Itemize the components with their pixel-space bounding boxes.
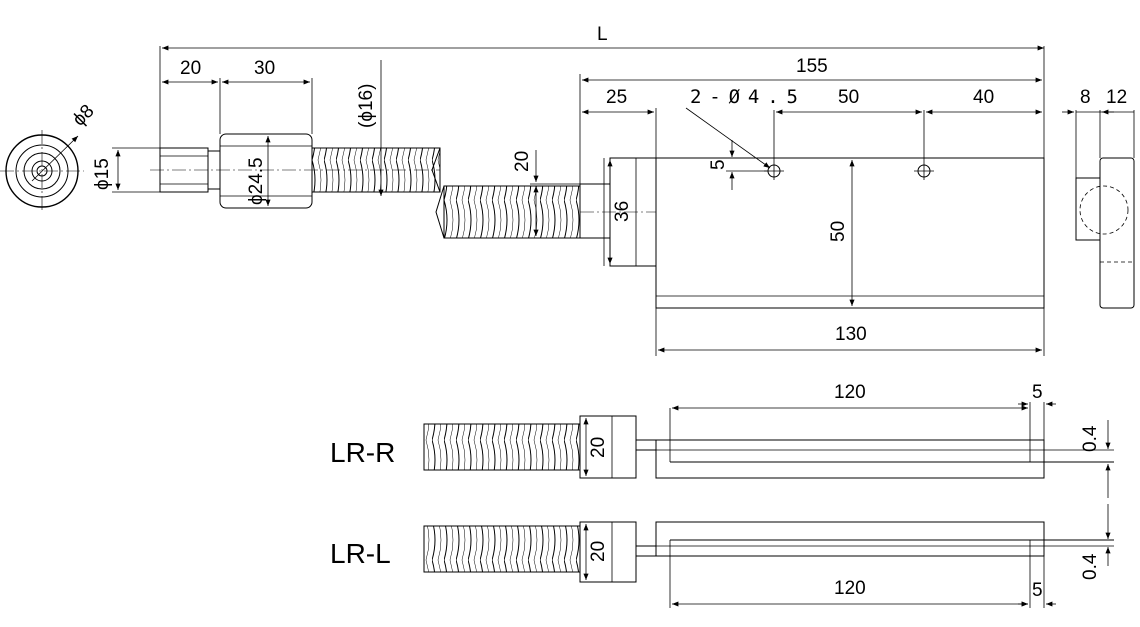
phi8-label: ϕ8 <box>69 101 99 131</box>
side-view <box>1062 109 1135 309</box>
phi15-label: ϕ15 <box>92 158 113 190</box>
end-view <box>0 130 84 212</box>
lr-r-label: LR-R <box>330 437 395 468</box>
dim-30-label: 30 <box>254 58 275 79</box>
lr-l-label: LR-L <box>330 538 391 569</box>
phi245-label: ϕ24.5 <box>246 157 267 205</box>
dim-130 <box>655 308 1045 356</box>
dim-36-label: 36 <box>612 201 633 222</box>
dim-120-top-label: 120 <box>834 382 866 403</box>
dim-5-bottom-label: 5 <box>1032 580 1043 601</box>
dim-20-vert-label: 20 <box>512 151 533 172</box>
dim-155-label: 155 <box>796 56 828 77</box>
dim-12-label: 12 <box>1106 87 1127 108</box>
dim-40-label: 40 <box>973 87 994 108</box>
dim-5-vert-label: 5 <box>708 159 729 170</box>
dim-04-bottom-label: 0.4 <box>1080 553 1101 580</box>
dim-phi15 <box>112 147 160 193</box>
dim-120-bottom-label: 120 <box>834 578 866 599</box>
dim-20-30 <box>159 46 313 148</box>
dim-20-label: 20 <box>180 58 201 79</box>
dim-25-label: 25 <box>606 87 627 108</box>
lr-r-view <box>423 401 1114 498</box>
dim-50-vert-label: 50 <box>828 221 849 242</box>
dim-verticals-body <box>530 140 855 306</box>
dim-20-lrl-label: 20 <box>588 541 609 562</box>
sensor-body-top <box>435 110 1045 309</box>
dim-130-label: 130 <box>835 324 867 345</box>
dim-5-top-label: 5 <box>1032 382 1043 403</box>
connector-fitting <box>150 133 441 209</box>
hole-spec-label: 2-Ø4.5 <box>690 86 798 108</box>
dim-8-label: 8 <box>1080 87 1091 108</box>
dim-50-top-label: 50 <box>838 87 859 108</box>
phi16-label: (ϕ16) <box>356 84 377 128</box>
dim-L-label: L <box>597 24 608 45</box>
dim-20-lrr-label: 20 <box>588 437 609 458</box>
dim-04-top-label: 0.4 <box>1080 425 1101 452</box>
lr-l-view <box>423 504 1114 608</box>
